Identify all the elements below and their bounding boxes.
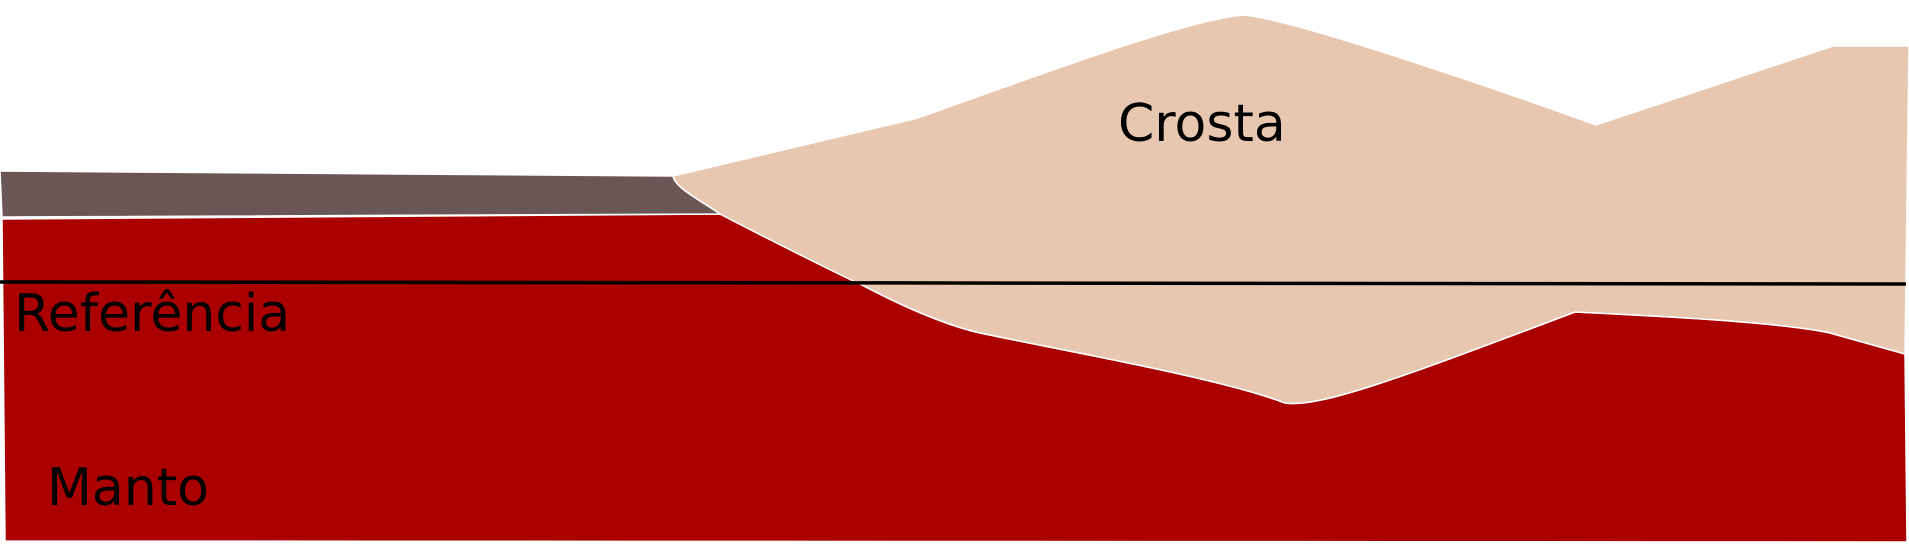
crust-label: Crosta <box>1118 94 1286 154</box>
mantle-label: Manto <box>47 458 209 518</box>
reference-line <box>0 280 1907 286</box>
reference-label: Referência <box>14 284 290 344</box>
sediment-layer <box>0 170 723 218</box>
